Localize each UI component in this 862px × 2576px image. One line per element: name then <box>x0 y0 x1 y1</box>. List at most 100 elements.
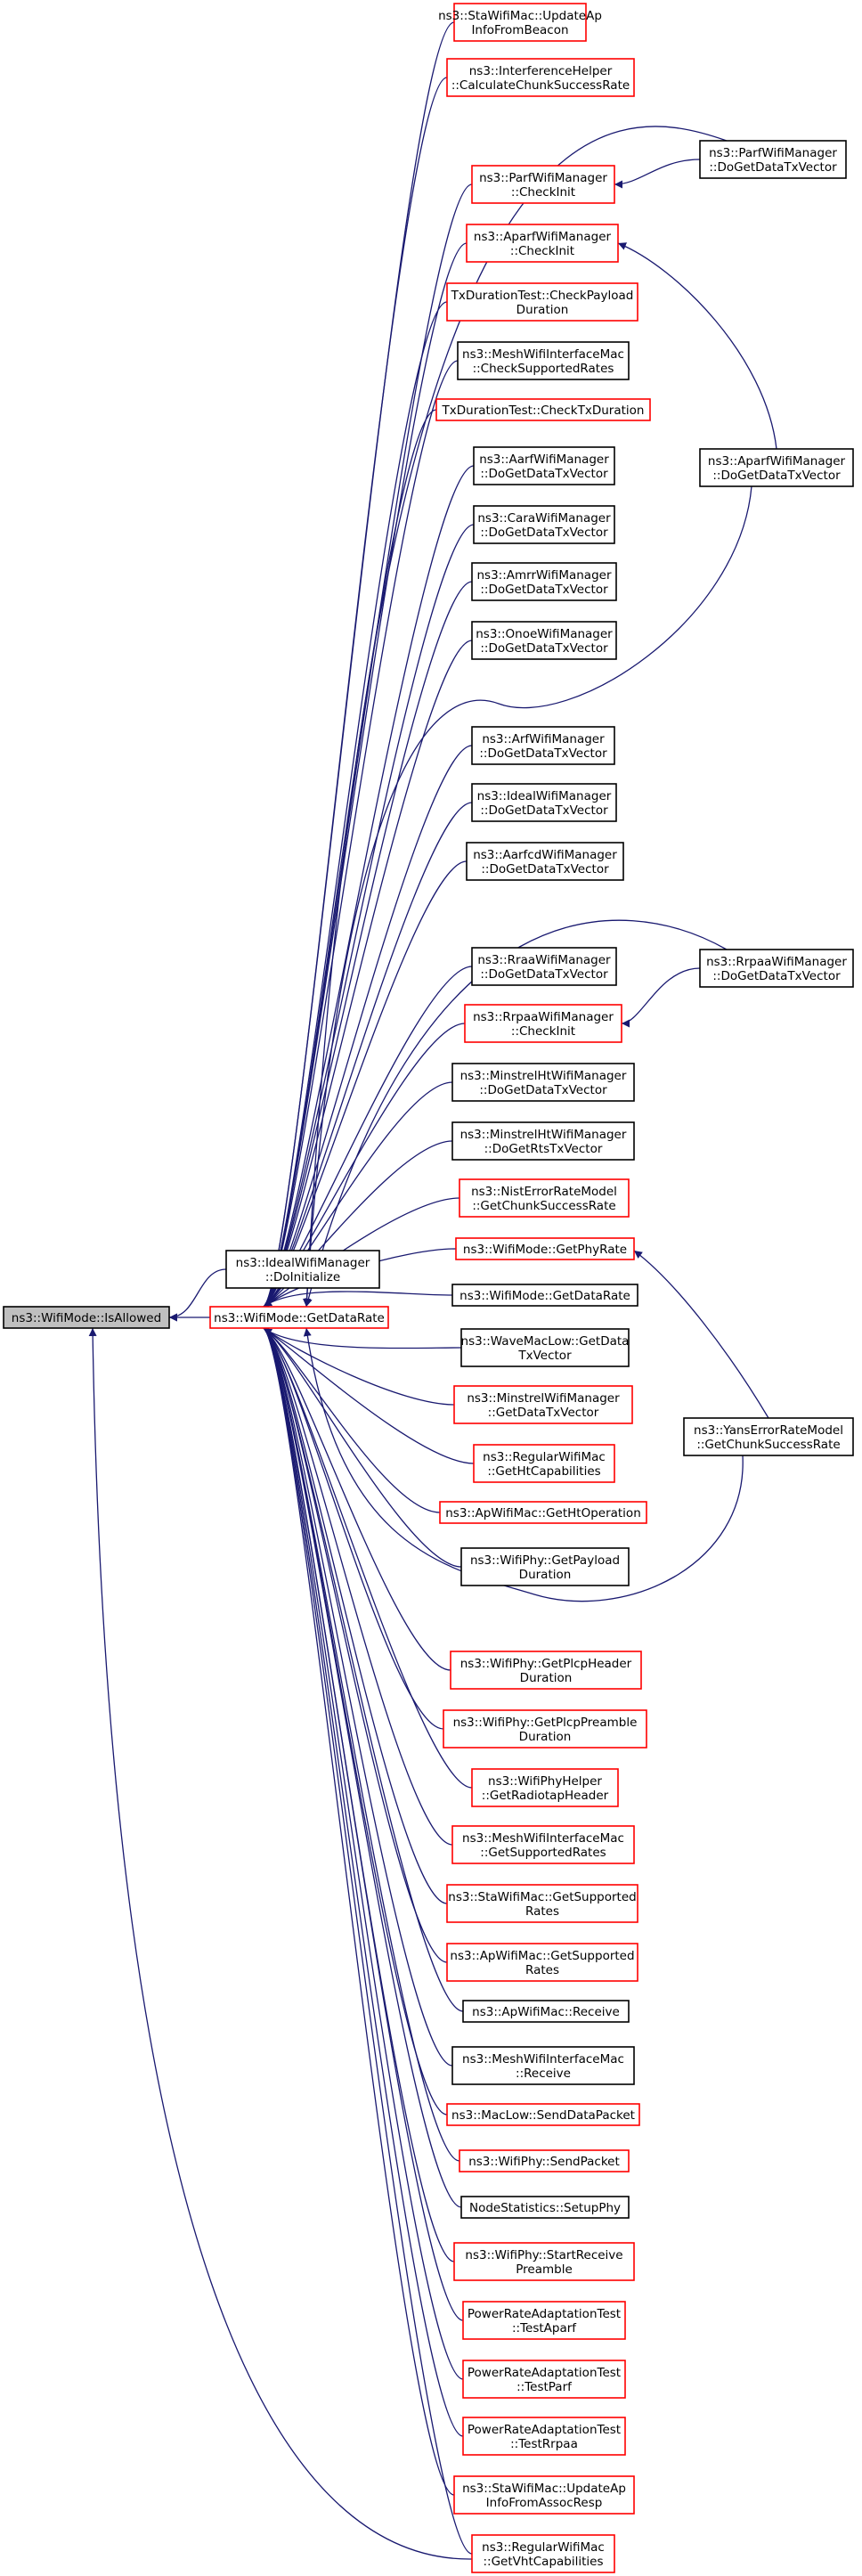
node-aparfDo[interactable]: ns3::AparfWifiManager::DoGetDataTxVector <box>699 448 854 487</box>
node-label: ns3::RrpaaWifiManager <box>473 1010 614 1024</box>
node-label: ns3::WifiMode::IsAllowed <box>12 1311 161 1325</box>
edge-apReceive-to-getDataRate <box>263 1327 464 2012</box>
node-box <box>464 1004 622 1043</box>
node-minstrelHtRts[interactable]: ns3::MinstrelHtWifiManager::DoGetRtsTxVe… <box>451 1121 635 1161</box>
node-phyHelperRadiotap[interactable]: ns3::WifiPhyHelper::GetRadiotapHeader <box>471 1768 619 1807</box>
node-rrpaaDo[interactable]: ns3::RrpaaWifiManager::DoGetDataTxVector <box>699 949 854 988</box>
node-aarfcd[interactable]: ns3::AarfcdWifiManager::DoGetDataTxVecto… <box>466 842 624 881</box>
node-label: ns3::WifiPhy::StartReceive <box>465 2248 622 2262</box>
node-apGetRates[interactable]: ns3::ApWifiMac::GetSupportedRates <box>446 1943 638 1982</box>
node-label: ns3::WifiPhy::SendPacket <box>468 2155 620 2169</box>
node-label: ::Receive <box>516 2067 571 2081</box>
node-yans[interactable]: ns3::YansErrorRateModel::GetChunkSuccess… <box>683 1417 854 1456</box>
node-label: Duration <box>519 1568 572 1582</box>
node-label: TxDurationTest::CheckTxDuration <box>442 404 645 418</box>
node-macLowSend[interactable]: ns3::MacLow::SendDataPacket <box>446 2103 640 2126</box>
node-label: ::DoGetDataTxVector <box>479 1083 607 1097</box>
node-getDataRate[interactable]: ns3::WifiMode::GetDataRate <box>209 1306 389 1329</box>
node-label: ns3::InterferenceHelper <box>469 64 613 78</box>
node-testRrpaa[interactable]: PowerRateAdaptationTest::TestRrpaa <box>462 2417 626 2456</box>
node-label: ns3::CaraWifiManager <box>477 511 611 526</box>
node-label: ns3::ApWifiMac::GetSupported <box>450 1949 634 1963</box>
node-box <box>459 2149 630 2172</box>
edge-aparfDo-to-aparfCheckInit <box>617 242 777 450</box>
node-box <box>451 1121 635 1161</box>
edge-rrpaaDo-to-rrpaaCheckInit <box>621 967 701 1028</box>
node-label: ns3::WifiPhyHelper <box>488 1774 602 1789</box>
node-apHtOp[interactable]: ns3::ApWifiMac::GetHtOperation <box>439 1501 647 1524</box>
node-label: Rates <box>525 1963 559 1977</box>
node-label: ns3::StaWifiMac::UpdateAp <box>462 2482 626 2496</box>
node-box <box>460 1328 630 1367</box>
node-testParf[interactable]: PowerRateAdaptationTest::TestParf <box>462 2360 626 2399</box>
edge-staUpdateBeacon-to-getDataRate <box>263 21 455 1308</box>
node-minstrelHtData[interactable]: ns3::MinstrelHtWifiManager::DoGetDataTxV… <box>451 1063 635 1102</box>
node-staGetRates[interactable]: ns3::StaWifiMac::GetSupportedRates <box>446 1884 638 1923</box>
node-arf[interactable]: ns3::ArfWifiManager::DoGetDataTxVector <box>471 726 615 765</box>
node-label: PowerRateAdaptationTest <box>468 2423 621 2437</box>
edge-phyHelperRadiotap-to-getDataRate <box>263 1327 473 1789</box>
edge-txCheckTx-to-getDataRate <box>263 409 437 1308</box>
node-waveMacLow[interactable]: ns3::WaveMacLow::GetDataTxVector <box>460 1328 630 1367</box>
node-label: TxVector <box>517 1349 572 1363</box>
node-label: ns3::NistErrorRateModel <box>471 1185 617 1199</box>
node-box <box>471 783 617 822</box>
node-staUpdateAssoc[interactable]: ns3::StaWifiMac::UpdateApInfoFromAssocRe… <box>453 2475 635 2515</box>
node-box <box>699 140 847 179</box>
node-box <box>471 621 617 660</box>
node-meshCheckRates[interactable]: ns3::MeshWifiInterfaceMac::CheckSupporte… <box>457 341 630 380</box>
node-aparfCheckInit[interactable]: ns3::AparfWifiManager::CheckInit <box>466 224 619 263</box>
node-label: ns3::WifiPhy::GetPlcpPreamble <box>453 1716 638 1730</box>
node-label: ::CheckInit <box>510 244 574 258</box>
node-box <box>451 2046 635 2085</box>
edge-staGetRates-to-getDataRate <box>263 1327 448 1904</box>
node-rraa[interactable]: ns3::RraaWifiManager::DoGetDataTxVector <box>471 947 617 986</box>
node-rrpaaCheckInit[interactable]: ns3::RrpaaWifiManager::CheckInit <box>464 1004 622 1043</box>
node-nistChunk[interactable]: ns3::NistErrorRateModel::GetChunkSuccess… <box>459 1178 630 1218</box>
node-label: Duration <box>519 1730 572 1744</box>
node-getPhyRate[interactable]: ns3::WifiMode::GetPhyRate <box>455 1237 635 1260</box>
node-parfDo[interactable]: ns3::ParfWifiManager::DoGetDataTxVector <box>699 140 847 179</box>
node-label: ::DoGetDataTxVector <box>480 641 608 656</box>
node-label: ns3::WaveMacLow::GetData <box>461 1334 630 1349</box>
node-label: ::GetChunkSuccessRate <box>472 1199 615 1213</box>
node-meshReceive[interactable]: ns3::MeshWifiInterfaceMac::Receive <box>451 2046 635 2085</box>
node-regularVht[interactable]: ns3::RegularWifiMac::GetVhtCapabilities <box>471 2534 615 2573</box>
node-minstrelGetData[interactable]: ns3::MinstrelWifiManager::GetDataTxVecto… <box>453 1385 633 1424</box>
node-label: ns3::RraaWifiManager <box>477 953 611 967</box>
node-testAparf[interactable]: PowerRateAdaptationTest::TestAparf <box>462 2301 626 2340</box>
node-apReceive[interactable]: ns3::ApWifiMac::Receive <box>462 2000 630 2023</box>
node-phySend[interactable]: ns3::WifiPhy::SendPacket <box>459 2149 630 2172</box>
node-label: ns3::WifiMode::GetDataRate <box>214 1311 385 1325</box>
node-label: ::TestParf <box>516 2380 573 2394</box>
node-label: ::DoGetDataTxVector <box>480 526 608 540</box>
node-label: ns3::RegularWifiMac <box>483 1450 606 1464</box>
node-parfCheckInit[interactable]: ns3::ParfWifiManager::CheckInit <box>471 165 615 204</box>
node-label: ns3::WifiPhy::GetPayload <box>470 1553 620 1568</box>
node-interferenceChunk[interactable]: ns3::InterferenceHelper::CalculateChunkS… <box>446 58 635 97</box>
node-onoe[interactable]: ns3::OnoeWifiManager::DoGetDataTxVector <box>471 621 617 660</box>
node-aarf[interactable]: ns3::AarfWifiManager::DoGetDataTxVector <box>473 446 615 485</box>
node-label: ::CalculateChunkSuccessRate <box>451 78 630 93</box>
node-label: Rates <box>525 1904 559 1919</box>
node-label: ns3::RegularWifiMac <box>482 2540 605 2555</box>
node-ideal[interactable]: ns3::IdealWifiManager::DoGetDataTxVector <box>471 783 617 822</box>
node-regularHt[interactable]: ns3::RegularWifiMac::GetHtCapabilities <box>473 1444 615 1483</box>
node-label: ::DoGetRtsTxVector <box>484 1142 603 1156</box>
edge-staUpdateAssoc-to-getDataRate <box>263 1327 455 2496</box>
node-txCheckTx[interactable]: TxDurationTest::CheckTxDuration <box>435 398 651 421</box>
node-box <box>209 1306 389 1329</box>
node-nodeStats[interactable]: NodeStatistics::SetupPhy <box>460 2196 630 2219</box>
node-cara[interactable]: ns3::CaraWifiManager::DoGetDataTxVector <box>473 505 615 544</box>
node-meshGetRates[interactable]: ns3::MeshWifiInterfaceMac::GetSupportedR… <box>451 1825 635 1864</box>
node-idealInit[interactable]: ns3::IdealWifiManager::DoInitialize <box>225 1250 380 1289</box>
node-label: ns3::MeshWifiInterfaceMac <box>462 1831 624 1846</box>
node-modeGetDataRate[interactable]: ns3::WifiMode::GetDataRate <box>451 1284 638 1307</box>
node-amrr[interactable]: ns3::AmrrWifiManager::DoGetDataTxVector <box>471 562 617 601</box>
